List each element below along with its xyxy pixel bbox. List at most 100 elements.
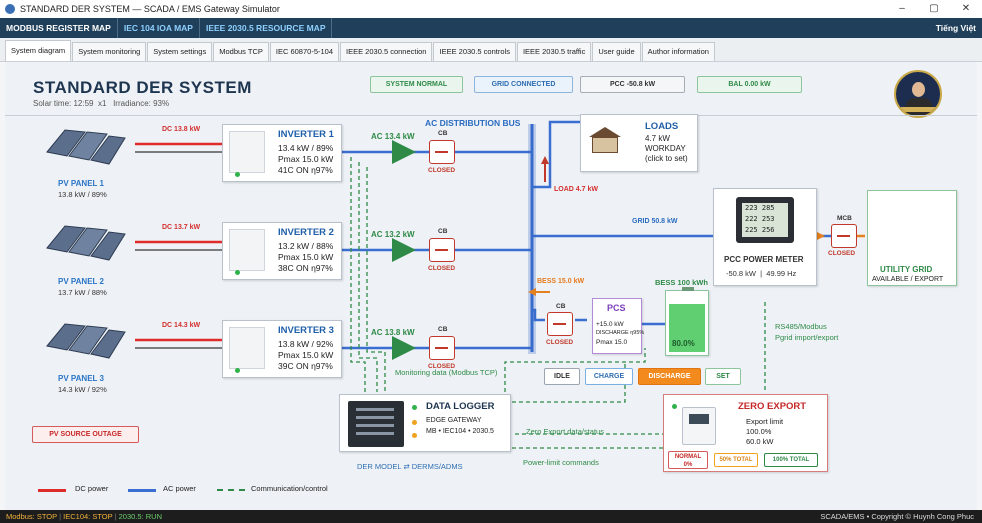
inverter-3-card[interactable]: INVERTER 3 13.8 kW / 92% Pmax 15.0 kW 39…	[222, 320, 342, 378]
dc-2-label: DC 13.7 kW	[162, 224, 201, 231]
cb-2-state: CLOSED	[428, 265, 456, 272]
load-flow-label: LOAD 4.7 kW	[554, 186, 598, 193]
loads-title: LOADS	[645, 121, 679, 132]
minimize-button[interactable]: –	[899, 3, 905, 14]
zero-export-100-button[interactable]: 100% TOTAL	[764, 453, 818, 467]
lcd-row-3: 225 256	[745, 226, 775, 234]
loads-power: 4.7 kW	[645, 134, 670, 143]
cb-1-title: CB	[438, 130, 448, 137]
zero-export-limit-label: Export limit	[746, 417, 784, 426]
tab-system-diagram[interactable]: System diagram	[5, 40, 72, 61]
pv-outage-button[interactable]: PV SOURCE OUTAGE	[32, 426, 139, 443]
pcs-cb-state: CLOSED	[546, 339, 574, 346]
copyright: SCADA/EMS • Copyright © Huynh Cong Phuc	[820, 512, 974, 521]
tab-user-guide[interactable]: User guide	[592, 42, 641, 61]
lcd-row-2: 222 253	[745, 215, 775, 223]
rs485-desc: Pgrid import/export	[775, 333, 839, 342]
loads-card[interactable]: LOADS 4.7 kW WORKDAY (click to set)	[580, 114, 698, 172]
cb-2-breaker[interactable]	[429, 238, 455, 262]
pcs-cb-breaker[interactable]	[547, 312, 573, 336]
mcb-state: CLOSED	[828, 250, 856, 257]
zero-export-limit-kw: 60.0 kW	[746, 437, 774, 446]
logger-protocols: MB • IEC104 • 2030.5	[426, 428, 494, 435]
power-limit-label: Power-limit commands	[523, 458, 599, 467]
legend-comm-label: Communication/control	[251, 484, 328, 493]
utility-grid-card[interactable]: UTILITY GRID AVAILABLE / EXPORT	[867, 190, 957, 286]
tab-ieee2030-traffic[interactable]: IEEE 2030.5 traffic	[516, 42, 592, 61]
window-title: STANDARD DER SYSTEM — SCADA / EMS Gatewa…	[20, 4, 280, 14]
pv-panel-2-graphic	[46, 225, 126, 261]
inverter-2-card[interactable]: INVERTER 2 13.2 kW / 88% Pmax 15.0 kW 38…	[222, 222, 342, 280]
zero-export-50-button[interactable]: 50% TOTAL	[714, 453, 758, 467]
wiring-diagram	[46, 120, 919, 449]
tab-system-settings[interactable]: System settings	[147, 42, 213, 61]
pv-panel-2-label: PV PANEL 2	[58, 277, 104, 286]
logger-title: DATA LOGGER	[426, 401, 495, 412]
legend-dc-swatch	[38, 489, 66, 492]
cb-1-breaker[interactable]	[429, 140, 455, 164]
iec104-map-button[interactable]: IEC 104 IOA MAP	[118, 18, 200, 38]
bess-charge-button[interactable]: CHARGE	[585, 368, 633, 385]
ac-lines	[342, 120, 713, 352]
map-toolbar: MODBUS REGISTER MAP IEC 104 IOA MAP IEEE…	[0, 18, 982, 38]
data-logger-card[interactable]: DATA LOGGER EDGE GATEWAY MB • IEC104 • 2…	[339, 394, 511, 452]
tab-author-information[interactable]: Author information	[641, 42, 715, 61]
pcc-meter-card[interactable]: 223 285 222 253 225 256 PCC POWER METER …	[713, 188, 817, 286]
pcs-cb-title: CB	[556, 303, 566, 310]
pcc-meter-display: 223 285 222 253 225 256	[736, 197, 794, 243]
bess-set-button[interactable]: SET	[705, 368, 741, 385]
cb-3-state: CLOSED	[428, 363, 456, 370]
tab-ieee2030-connection[interactable]: IEEE 2030.5 connection	[340, 42, 433, 61]
page-title: STANDARD DER SYSTEM	[33, 78, 252, 97]
pv-panel-3-label: PV PANEL 3	[58, 374, 104, 383]
diagram-canvas: STANDARD DER SYSTEM Solar time: 12:59 x1…	[5, 62, 977, 510]
header-divider	[5, 115, 977, 116]
inverter-2-state: 38C ON η97%	[278, 263, 333, 273]
zero-export-title: ZERO EXPORT	[738, 401, 807, 412]
loads-profile: WORKDAY	[645, 144, 686, 153]
author-avatar	[894, 70, 942, 118]
tab-system-monitoring[interactable]: System monitoring	[72, 42, 147, 61]
zero-export-card[interactable]: ZERO EXPORT Export limit 100.0% 60.0 kW …	[663, 394, 828, 472]
pv-panel-2-value: 13.7 kW / 88%	[58, 288, 107, 297]
inverter-3-status-led	[235, 368, 240, 373]
app-icon	[5, 4, 15, 14]
loads-hint: (click to set)	[645, 154, 688, 163]
inverter-1-power: 13.4 kW / 89%	[278, 143, 334, 153]
inverter-1-status-led	[235, 172, 240, 177]
bess-discharge-button[interactable]: DISCHARGE	[638, 368, 701, 385]
tab-iec104[interactable]: IEC 60870-5-104	[269, 42, 339, 61]
close-button[interactable]: ✕	[961, 3, 971, 14]
tab-modbus-tcp[interactable]: Modbus TCP	[213, 42, 269, 61]
bess-battery[interactable]: 80.0%	[665, 287, 709, 356]
logger-led-2	[412, 420, 417, 425]
logger-device-icon	[348, 401, 404, 447]
rs485-label: RS485/Modbus	[775, 322, 827, 331]
inverter-1-pmax: Pmax 15.0 kW	[278, 154, 334, 164]
bus-label: AC DISTRIBUTION BUS	[425, 118, 521, 128]
inverter-1-card[interactable]: INVERTER 1 13.4 kW / 89% Pmax 15.0 kW 41…	[222, 124, 342, 182]
bess-soc-fill	[669, 304, 705, 352]
grid-status-badge: GRID CONNECTED	[474, 76, 573, 93]
legend-ac-swatch	[128, 489, 156, 492]
inverter-3-title: INVERTER 3	[278, 325, 334, 336]
pcs-pmax: Pmax 15.0	[596, 339, 628, 346]
dc-3-label: DC 14.3 kW	[162, 322, 201, 329]
pcs-power: +15.0 kW	[596, 321, 624, 328]
language-toggle[interactable]: Tiếng Việt	[935, 23, 976, 33]
grid-flow-label: GRID 50.8 kW	[632, 218, 678, 225]
bess-soc-label: 80.0%	[672, 339, 695, 348]
tab-ieee2030-controls[interactable]: IEEE 2030.5 controls	[433, 42, 516, 61]
mcb-breaker[interactable]	[831, 224, 857, 248]
bess-idle-button[interactable]: IDLE	[544, 368, 580, 385]
modbus-status: Modbus: STOP	[6, 512, 57, 521]
maximize-button[interactable]: ▢	[929, 3, 939, 14]
cb-3-breaker[interactable]	[429, 336, 455, 360]
ieee2030-map-button[interactable]: IEEE 2030.5 RESOURCE MAP	[200, 18, 333, 38]
der-model-label: DER MODEL ⇄ DERMS/ADMS	[357, 462, 463, 471]
zero-export-normal-button[interactable]: NORMAL 0%	[668, 451, 708, 469]
modbus-map-button[interactable]: MODBUS REGISTER MAP	[0, 18, 118, 38]
pcs-card[interactable]: PCS +15.0 kW DISCHARGE η95% Pmax 15.0	[592, 298, 644, 354]
utility-grid-status: AVAILABLE / EXPORT	[872, 276, 944, 283]
